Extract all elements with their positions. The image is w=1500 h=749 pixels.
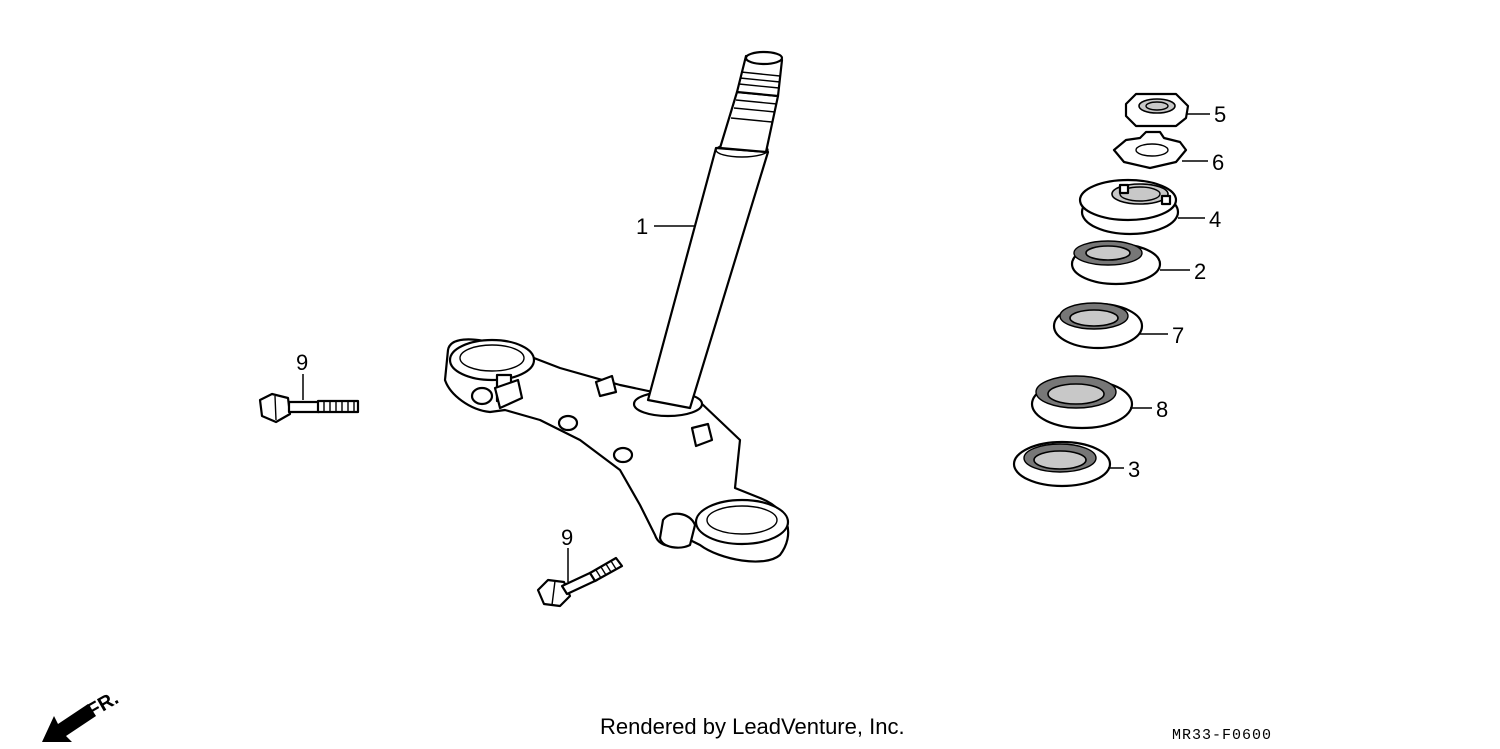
bolt-left[interactable] (258, 392, 360, 424)
bolt-bottom[interactable] (536, 556, 624, 608)
callout-4: 4 (1209, 207, 1221, 232)
bearing-upper[interactable] (1052, 302, 1144, 350)
front-direction-indicator: FR. (42, 687, 122, 742)
bearing-race-upper[interactable] (1070, 240, 1162, 286)
front-arrow-icon (42, 704, 96, 742)
callout-5: 5 (1214, 102, 1226, 127)
callout-2: 2 (1194, 259, 1206, 284)
lock-washer[interactable] (1112, 130, 1188, 170)
callout-9-bottom: 9 (561, 525, 573, 550)
render-credit: Rendered by LeadVenture, Inc. (600, 714, 905, 739)
callout-1: 1 (636, 214, 648, 239)
lock-nut[interactable] (1124, 92, 1190, 128)
bolt-bottom-threads (595, 560, 617, 579)
steering-stem[interactable] (443, 50, 790, 563)
adjusting-nut[interactable] (1078, 178, 1180, 236)
bolt-left-threads (323, 401, 355, 412)
bearing-lower[interactable] (1030, 375, 1134, 430)
callout-3: 3 (1128, 457, 1140, 482)
callout-9-left: 9 (296, 350, 308, 375)
callout-8: 8 (1156, 397, 1168, 422)
callout-7: 7 (1172, 323, 1184, 348)
leader-lines (302, 113, 1210, 582)
thread-lines (730, 71, 781, 123)
dust-seal-lower[interactable] (1012, 440, 1112, 488)
diagram-code: MR33-F0600 (1172, 727, 1273, 744)
callout-6: 6 (1212, 150, 1224, 175)
